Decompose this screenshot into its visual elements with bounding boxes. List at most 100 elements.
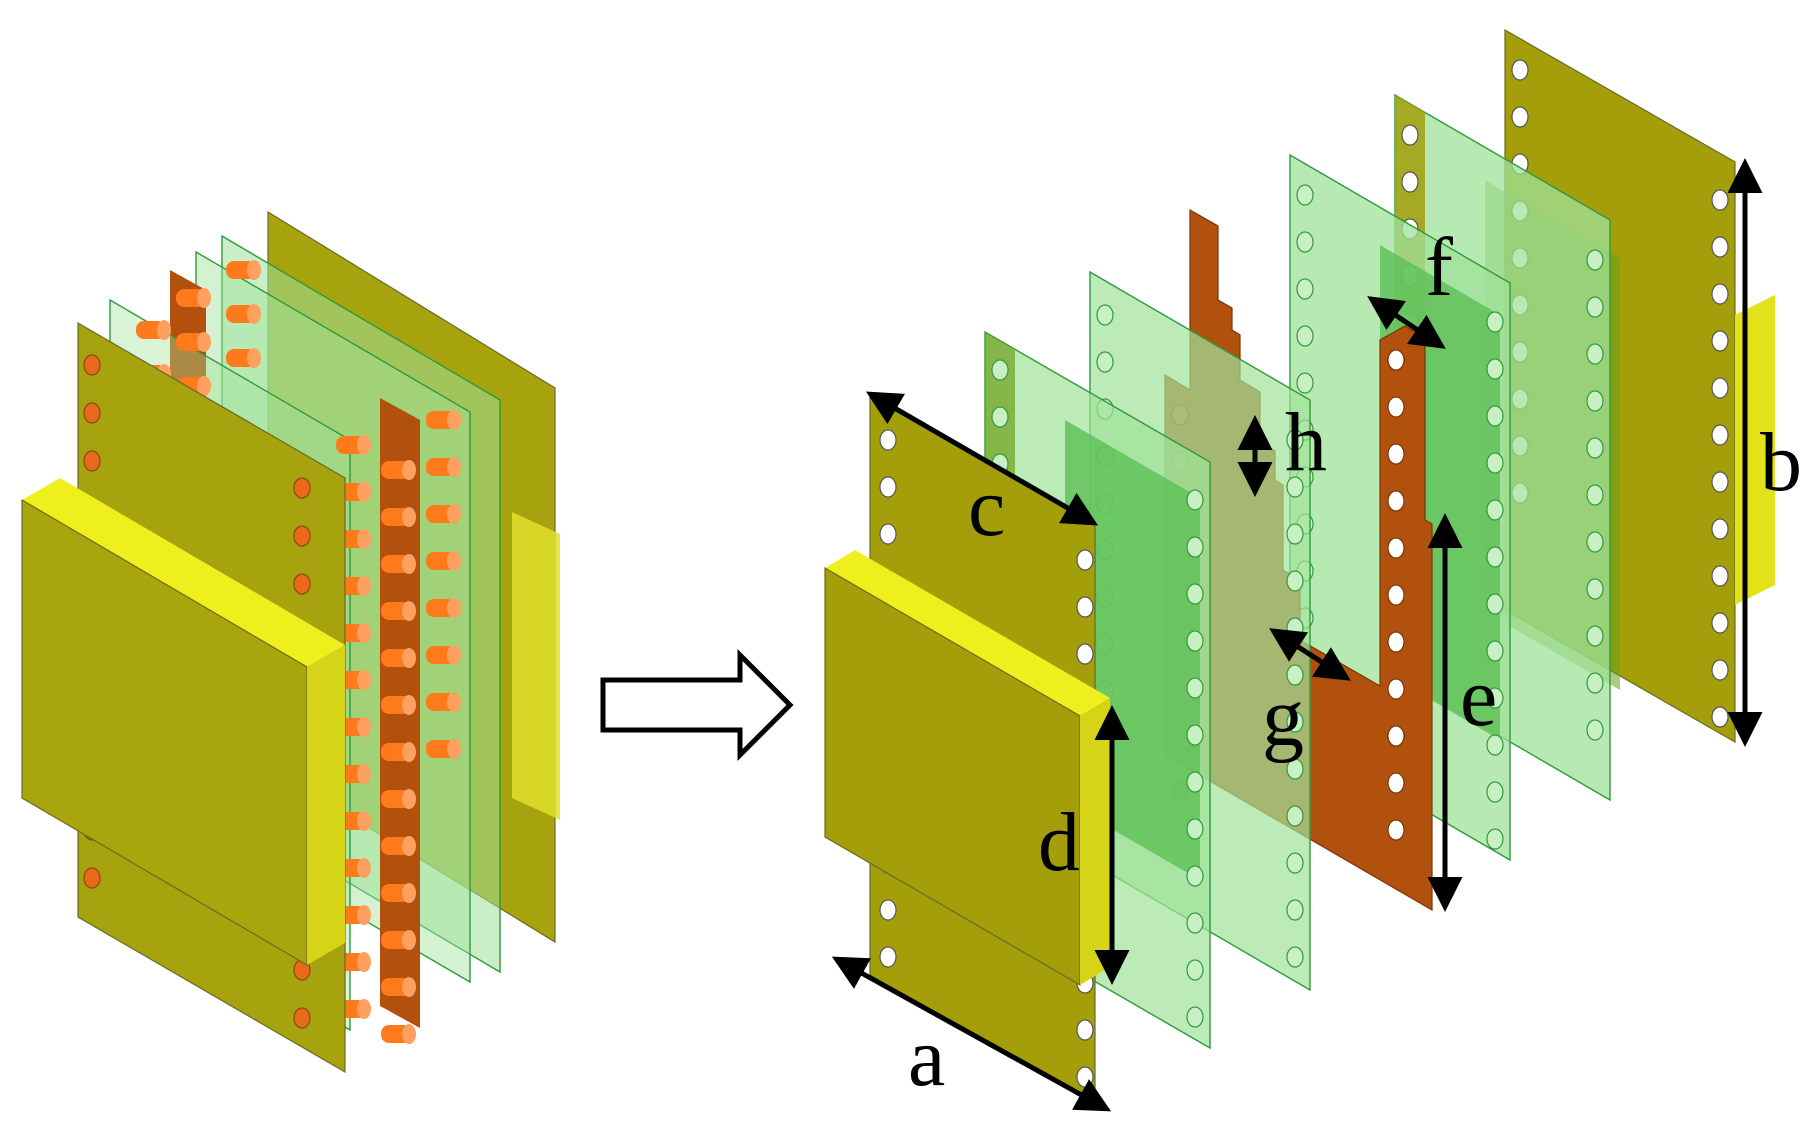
plate-hole xyxy=(1711,330,1729,352)
plate-hole xyxy=(1186,959,1204,981)
plate-hole xyxy=(1387,443,1405,465)
via-cylinder-cap xyxy=(402,554,416,574)
plate-hole xyxy=(1711,565,1729,587)
plate-hole xyxy=(1286,899,1304,921)
plate-hole xyxy=(1186,630,1204,652)
plate-hole xyxy=(293,525,311,547)
plate-hole xyxy=(1387,819,1405,841)
via-cylinder-cap xyxy=(197,288,211,308)
plate-hole xyxy=(1387,584,1405,606)
via-cylinder-cap xyxy=(357,764,371,784)
plate-hole xyxy=(1586,343,1604,365)
via-cylinder-cap xyxy=(402,930,416,950)
via-cylinder-cap xyxy=(402,742,416,762)
plate-hole xyxy=(1486,781,1504,803)
plate-hole xyxy=(1186,1006,1204,1028)
plate-hole xyxy=(1586,672,1604,694)
via-cylinder-cap xyxy=(357,999,371,1019)
via-cylinder-cap xyxy=(197,332,211,352)
plate-hole xyxy=(1711,706,1729,728)
plate-hole xyxy=(879,476,897,498)
via-cylinder-cap xyxy=(402,460,416,480)
via-cylinder-cap xyxy=(402,789,416,809)
plate-hole xyxy=(1486,405,1504,427)
via-cylinder-cap xyxy=(247,348,261,368)
via-cylinder-cap xyxy=(197,376,211,396)
front-yellow-bar-side xyxy=(1080,698,1110,985)
plate-hole xyxy=(1186,818,1204,840)
via-cylinder-cap xyxy=(402,977,416,997)
via-cylinder-cap xyxy=(357,529,371,549)
plate-hole xyxy=(1286,711,1304,733)
plate-hole xyxy=(1511,59,1529,81)
plate-hole xyxy=(1711,659,1729,681)
plate-hole xyxy=(879,523,897,545)
via-cylinder-cap xyxy=(447,645,461,665)
via-cylinder-cap xyxy=(447,457,461,477)
plate-hole xyxy=(1486,640,1504,662)
via-cylinder-cap xyxy=(357,670,371,690)
plate-hole xyxy=(1186,536,1204,558)
plate-hole xyxy=(1286,805,1304,827)
plate-hole xyxy=(879,946,897,968)
plate-hole xyxy=(1486,358,1504,380)
plate-hole xyxy=(1387,349,1405,371)
plate-hole xyxy=(1076,1066,1094,1088)
plate-hole xyxy=(1076,549,1094,571)
plate-hole xyxy=(1096,304,1114,326)
assembled-structure xyxy=(21,210,560,1074)
plate-hole xyxy=(1511,106,1529,128)
via-cylinder-cap xyxy=(447,739,461,759)
dim-label-g: g xyxy=(1262,671,1304,764)
plate-hole xyxy=(1296,184,1314,206)
via-cylinder-cap xyxy=(357,482,371,502)
plate-hole xyxy=(293,477,311,499)
dim-arrow-c xyxy=(865,391,1099,526)
plate-hole xyxy=(1387,772,1405,794)
transition-arrow xyxy=(600,648,794,762)
plate-hole xyxy=(1586,296,1604,318)
plate-hole xyxy=(1186,677,1204,699)
plate-hole xyxy=(1286,570,1304,592)
plate-hole xyxy=(1711,189,1729,211)
plate-hole xyxy=(1486,499,1504,521)
plate-hole xyxy=(1711,518,1729,540)
via-cylinder-cap xyxy=(357,435,371,455)
plate-hole xyxy=(83,867,101,889)
plate-hole xyxy=(1486,311,1504,333)
plate-hole xyxy=(1387,537,1405,559)
exploded-layer-stack: a b c d e f g h xyxy=(824,28,1802,1112)
via-cylinder-cap xyxy=(357,952,371,972)
plate-hole xyxy=(1486,734,1504,756)
dim-label-d: d xyxy=(1038,796,1080,889)
via-cylinder-cap xyxy=(357,858,371,878)
plate-hole xyxy=(1586,625,1604,647)
plate-hole xyxy=(1286,617,1304,639)
plate-hole xyxy=(1586,484,1604,506)
plate-hole xyxy=(1296,231,1314,253)
plate-hole xyxy=(1711,236,1729,258)
plate-hole xyxy=(1096,351,1114,373)
plate-hole xyxy=(1286,946,1304,968)
via-cylinder-cap xyxy=(402,648,416,668)
dim-arrow-g xyxy=(1269,628,1351,681)
via-cylinder-cap xyxy=(402,836,416,856)
plate-hole xyxy=(83,450,101,472)
plate-hole xyxy=(1286,523,1304,545)
via-cylinder-cap xyxy=(357,717,371,737)
plate-hole xyxy=(991,406,1009,428)
dim-label-f: f xyxy=(1425,221,1453,314)
via-cylinder-cap xyxy=(402,601,416,621)
yellow-bar-back-end xyxy=(512,512,560,820)
plate-hole xyxy=(1401,124,1419,146)
plate-hole xyxy=(1711,377,1729,399)
dim-arrow-a xyxy=(831,956,1112,1112)
via-cylinder-cap xyxy=(447,551,461,571)
plate-hole xyxy=(1711,424,1729,446)
via-cylinder-cap xyxy=(402,695,416,715)
via-cylinder-cap xyxy=(447,692,461,712)
via-cylinder-cap xyxy=(447,598,461,618)
dim-label-e: e xyxy=(1460,651,1497,744)
plate-hole xyxy=(991,359,1009,381)
